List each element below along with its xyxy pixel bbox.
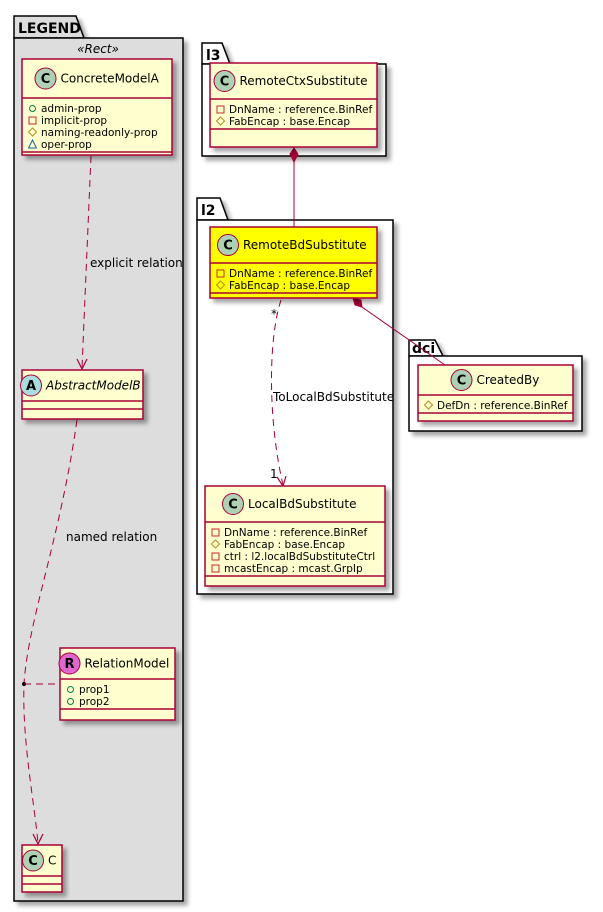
class-attribute: prop2 bbox=[79, 696, 110, 708]
svg-text:R: R bbox=[64, 657, 74, 672]
class-attribute: naming-readonly-prop bbox=[41, 127, 158, 139]
class-name: RelationModel bbox=[85, 657, 170, 671]
class-badge-icon: C bbox=[450, 369, 473, 391]
visibility-public-icon bbox=[67, 698, 74, 705]
class-name: LocalBdSubstitute bbox=[248, 497, 356, 511]
visibility-private-icon bbox=[211, 552, 220, 561]
class-box bbox=[21, 369, 144, 420]
visibility-protected-icon bbox=[423, 400, 434, 410]
class-name: RemoteCtxSubstitute bbox=[240, 74, 368, 88]
edge-named-relation-line bbox=[23, 419, 78, 844]
class-box bbox=[417, 364, 574, 422]
class-attribute: admin-prop bbox=[41, 103, 102, 115]
visibility-private-icon bbox=[216, 105, 225, 114]
class-attribute: oper-prop bbox=[41, 139, 92, 151]
package-legend-stereotype: «Rect» bbox=[77, 42, 119, 56]
edge-composition-bd-createdby-line bbox=[358, 304, 446, 366]
class-badge-icon: C bbox=[222, 493, 244, 515]
package-legend[interactable]: LEGEND «Rect» bbox=[13, 15, 184, 902]
edge-to-local-bd-substitute[interactable]: ToLocalBdSubstitute * 1 bbox=[270, 299, 394, 488]
class-name: RemoteBdSubstitute bbox=[243, 238, 367, 252]
svg-text:C: C bbox=[220, 75, 230, 90]
class-box bbox=[209, 62, 378, 148]
relation-class-badge-icon: R bbox=[58, 652, 81, 675]
svg-text:C: C bbox=[223, 239, 233, 254]
visibility-public-icon bbox=[29, 105, 36, 112]
edge-to-local-bd-substitute-line bbox=[271, 299, 284, 486]
edge-explicit-relation[interactable]: explicit relation bbox=[76, 155, 183, 371]
class-name: ConcreteModelA bbox=[61, 72, 160, 86]
visibility-private-icon bbox=[28, 116, 37, 125]
multiplicity-source: * bbox=[271, 307, 277, 321]
class-attribute: DefDn : reference.BinRef bbox=[437, 400, 568, 412]
arrowhead-open-icon bbox=[32, 833, 44, 846]
package-l2-title: l2 bbox=[201, 203, 216, 219]
visibility-protected-icon bbox=[210, 539, 221, 549]
multiplicity-target: 1 bbox=[270, 467, 278, 481]
arrowhead-open-icon bbox=[76, 358, 88, 371]
class-abstract-model-b[interactable]: A AbstractModelB bbox=[20, 369, 144, 420]
class-attribute: DnName : reference.BinRef bbox=[229, 268, 372, 280]
class-attribute: DnName : reference.BinRef bbox=[229, 104, 372, 116]
visibility-public-icon bbox=[67, 686, 74, 693]
class-badge-icon: C bbox=[22, 849, 44, 872]
package-legend-body bbox=[13, 37, 184, 902]
svg-text:C: C bbox=[28, 854, 38, 869]
class-badge-icon: C bbox=[217, 234, 239, 256]
package-l3-title: l3 bbox=[206, 48, 221, 64]
class-attribute: FabEncap : base.Encap bbox=[229, 280, 350, 292]
abstract-class-badge-icon: A bbox=[20, 374, 42, 397]
class-attribute: DnName : reference.BinRef bbox=[224, 527, 367, 539]
class-badge-icon: C bbox=[34, 67, 57, 90]
edge-explicit-relation-label: explicit relation bbox=[90, 256, 183, 270]
class-attribute: prop1 bbox=[79, 684, 110, 696]
svg-text:C: C bbox=[228, 498, 238, 513]
class-concrete-model-a[interactable]: C ConcreteModelA admin-propimplicit-propna… bbox=[21, 58, 173, 156]
svg-text:C: C bbox=[457, 374, 467, 389]
svg-text:A: A bbox=[26, 379, 36, 394]
edge-composition-ctx-bd[interactable] bbox=[289, 147, 299, 227]
visibility-private-icon bbox=[211, 528, 220, 537]
class-name: C bbox=[48, 854, 56, 868]
visibility-package-icon bbox=[27, 138, 38, 149]
visibility-protected-icon bbox=[215, 116, 226, 126]
class-attribute: FabEncap : base.Encap bbox=[229, 116, 350, 128]
edge-named-relation-label: named relation bbox=[66, 530, 157, 544]
package-dci-title: dci bbox=[412, 341, 435, 357]
edge-composition-bd-createdby[interactable] bbox=[352, 297, 446, 366]
visibility-protected-icon bbox=[215, 280, 226, 290]
package-legend-title: LEGEND bbox=[18, 21, 81, 37]
class-badge-icon: C bbox=[213, 70, 236, 92]
class-attribute: ctrl : l2.localBdSubstituteCtrl bbox=[224, 551, 375, 563]
visibility-private-icon bbox=[211, 564, 220, 573]
edge-named-relation[interactable]: named relation bbox=[22, 419, 157, 846]
class-attribute: mcastEncap : mcast.GrpIp bbox=[224, 563, 363, 575]
class-attribute: FabEncap : base.Encap bbox=[224, 539, 345, 551]
edge-to-local-bd-substitute-label: ToLocalBdSubstitute bbox=[272, 390, 394, 404]
class-name: CreatedBy bbox=[477, 373, 540, 387]
class-attribute: implicit-prop bbox=[41, 115, 107, 127]
visibility-private-icon bbox=[216, 269, 225, 278]
svg-text:C: C bbox=[41, 72, 51, 87]
class-name: AbstractModelB bbox=[45, 379, 141, 393]
visibility-protected-icon bbox=[27, 127, 38, 137]
